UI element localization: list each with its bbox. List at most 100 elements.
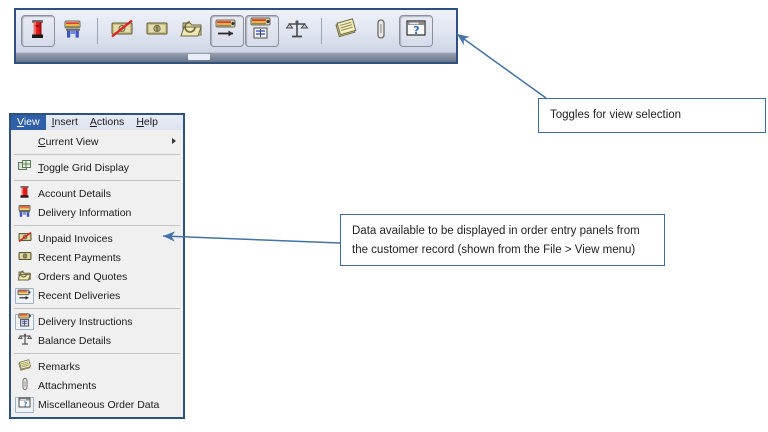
callout-toggles-for-view-selection: Toggles for view selection: [538, 98, 766, 133]
svg-text:?: ?: [23, 400, 27, 408]
recent-deliveries-toggle[interactable]: [210, 15, 244, 47]
grid-display-icon: [17, 159, 32, 176]
callout-toggles-text: Toggles for view selection: [550, 109, 682, 121]
mnemonic: C: [38, 135, 46, 148]
menubar-item-help[interactable]: Help: [136, 116, 158, 128]
account-details-toggle[interactable]: [21, 15, 55, 47]
toolbar-separator-1: [97, 18, 98, 44]
truck-note-icon: [17, 313, 32, 330]
banknote-crossed-icon: [18, 231, 32, 246]
banknote-icon: [15, 250, 34, 266]
window-question-icon: ?: [18, 397, 32, 412]
menu-item-current-view[interactable]: Current View: [11, 132, 183, 151]
menu-item-attachments[interactable]: Attachments: [11, 376, 183, 395]
menu-item-label: Balance Details: [38, 334, 111, 347]
menu-item-label: Attachments: [38, 379, 97, 392]
attachments-toggle[interactable]: [364, 15, 398, 47]
delivery-stand-icon: [62, 17, 84, 46]
red-pillar-icon: [19, 185, 30, 202]
truck-note-icon: [249, 16, 275, 47]
menu-item-label: Delivery Information: [38, 206, 132, 219]
menu-item-unpaid-invoices[interactable]: Unpaid Invoices: [11, 229, 183, 248]
menu-item-orders-and-quotes[interactable]: Orders and Quotes: [11, 267, 183, 286]
delivery-stand-icon: [15, 205, 34, 221]
misc-order-data-toggle[interactable]: ?: [399, 15, 433, 47]
menu-item-account-details[interactable]: Account Details: [11, 184, 183, 203]
delivery-information-toggle[interactable]: [56, 15, 90, 47]
truck-note-icon: [15, 313, 34, 330]
menu-item-delivery-instructions[interactable]: Delivery Instructions: [11, 312, 183, 331]
delivery-instructions-toggle[interactable]: [245, 15, 279, 47]
folder-arrow-icon: [16, 269, 32, 285]
menu-item-label: Recent Payments: [38, 251, 121, 264]
menu-separator: [14, 308, 180, 309]
scales-icon: [15, 333, 34, 349]
menu-item-delivery-information[interactable]: Delivery Information: [11, 203, 183, 222]
toolbar-separator-2: [321, 18, 322, 44]
unpaid-invoices-toggle[interactable]: [105, 15, 139, 47]
menu-item-label: Current View: [38, 135, 99, 148]
toolbar-resize-grip[interactable]: [16, 52, 456, 62]
balance-details-toggle[interactable]: [280, 15, 314, 47]
toolbar-grip-tab[interactable]: [188, 54, 210, 60]
menu-item-remarks[interactable]: Remarks: [11, 357, 183, 376]
view-toggles-toolbar: ?: [14, 8, 458, 64]
folder-arrow-icon: [180, 18, 204, 45]
submenu-arrow-icon: [172, 138, 176, 144]
truck-arrow-icon: [15, 287, 34, 304]
menu-item-balance-details[interactable]: Balance Details: [11, 331, 183, 350]
scales-icon: [17, 332, 32, 349]
paperclip-icon: [15, 378, 34, 394]
menu-item-label: Delivery Instructions: [38, 315, 133, 328]
orders-and-quotes-toggle[interactable]: [175, 15, 209, 47]
window-question-icon: ?: [15, 396, 34, 413]
menu-bar: View Insert Actions Help: [11, 115, 183, 130]
menu-separator: [14, 225, 180, 226]
banknote-icon: [18, 250, 32, 265]
menu-item-label: Miscellaneous Order Data: [38, 398, 160, 411]
banknote-crossed-icon: [110, 18, 134, 45]
red-pillar-icon: [15, 186, 34, 202]
callout-data-available: Data available to be displayed in order …: [340, 214, 665, 266]
truck-arrow-icon: [17, 288, 32, 304]
menu-item-label: Account Details: [38, 187, 111, 200]
menu-item-label: Orders and Quotes: [38, 270, 128, 283]
banknote-icon: [145, 18, 169, 45]
menu-item-label: Remarks: [38, 360, 81, 373]
menu-item-recent-deliveries[interactable]: Recent Deliveries: [11, 286, 183, 305]
paperclip-icon: [21, 377, 29, 394]
menubar-item-actions[interactable]: Actions: [89, 116, 125, 128]
note-pages-icon: [17, 358, 32, 375]
callout-data-line1: Data available to be displayed in order …: [352, 225, 640, 237]
delivery-stand-icon: [18, 204, 31, 221]
menu-separator: [14, 180, 180, 181]
remarks-toggle[interactable]: [329, 15, 363, 47]
menu-item-miscellaneous-order-data[interactable]: ? Miscellaneous Order Data: [11, 395, 183, 414]
folder-arrow-icon: [15, 269, 34, 285]
menu-item-toggle-grid-display[interactable]: Toggle Grid Display: [11, 158, 183, 177]
arrow-to-unpaid-invoices: [162, 231, 341, 244]
window-question-icon: ?: [404, 18, 428, 45]
menu-item-label: Unpaid Invoices: [38, 232, 113, 245]
scales-icon: [285, 17, 309, 46]
mnemonic: V: [17, 116, 24, 128]
red-pillar-icon: [28, 17, 48, 46]
svg-text:?: ?: [413, 24, 419, 37]
menu-separator: [14, 154, 180, 155]
menubar-item-insert[interactable]: Insert: [51, 116, 78, 128]
menu-item-label: Recent Deliveries: [38, 289, 121, 302]
arrow-to-misc-toggle: [456, 33, 547, 99]
menu-item-recent-payments[interactable]: Recent Payments: [11, 248, 183, 267]
mnemonic: A: [89, 116, 97, 128]
menu-separator: [14, 353, 180, 354]
toolbar-button-strip: ?: [16, 10, 456, 52]
recent-payments-toggle[interactable]: [140, 15, 174, 47]
menubar-item-view[interactable]: View: [11, 115, 46, 130]
banknote-crossed-icon: [15, 231, 34, 247]
truck-arrow-icon: [214, 17, 240, 46]
paperclip-icon: [374, 17, 388, 46]
grid-display-icon: [15, 159, 34, 176]
mnemonic: I: [51, 116, 55, 128]
